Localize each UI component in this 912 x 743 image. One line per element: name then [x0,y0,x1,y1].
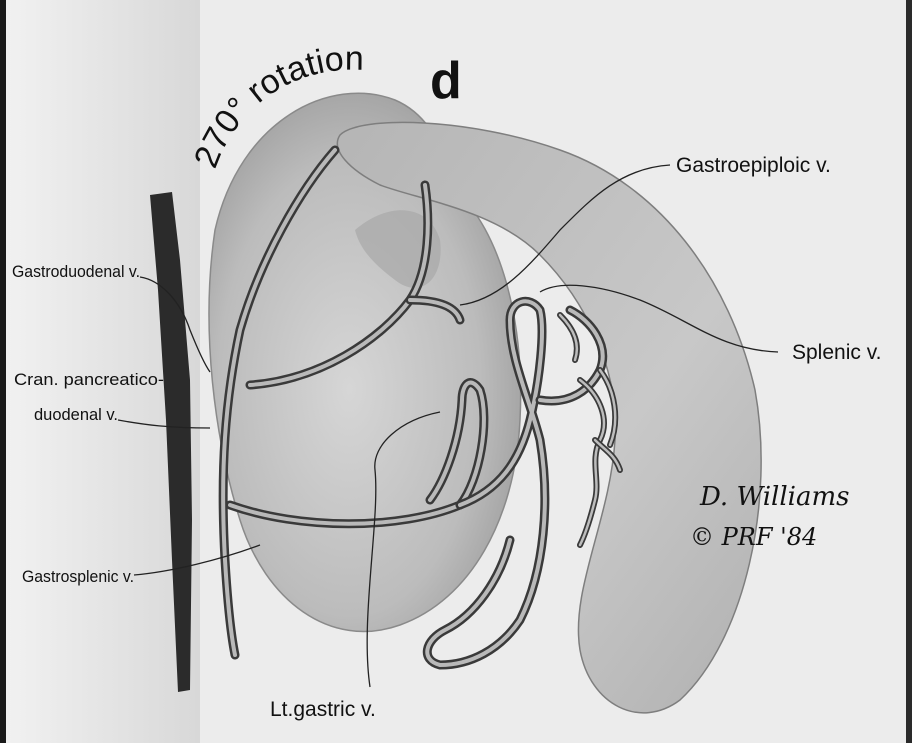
scan-edge-left [0,0,6,743]
artist-copyright: © PRF '84 [690,523,817,551]
label-cran-pancreatico-2: duodenal v. [34,405,118,424]
label-gastroepiploic: Gastroepiploic v. [676,154,831,177]
label-gastroduodenal: Gastroduodenal v. [12,262,140,281]
artist-signature: D. Williams [699,482,849,512]
scan-edge-right [906,0,912,743]
label-cran-pancreatico-1: Cran. pancreatico- [14,370,164,389]
panel-letter: d [430,52,462,110]
label-splenic: Splenic v. [792,341,882,364]
label-lt-gastric: Lt.gastric v. [270,698,376,721]
label-gastrosplenic: Gastrosplenic v. [22,567,134,586]
